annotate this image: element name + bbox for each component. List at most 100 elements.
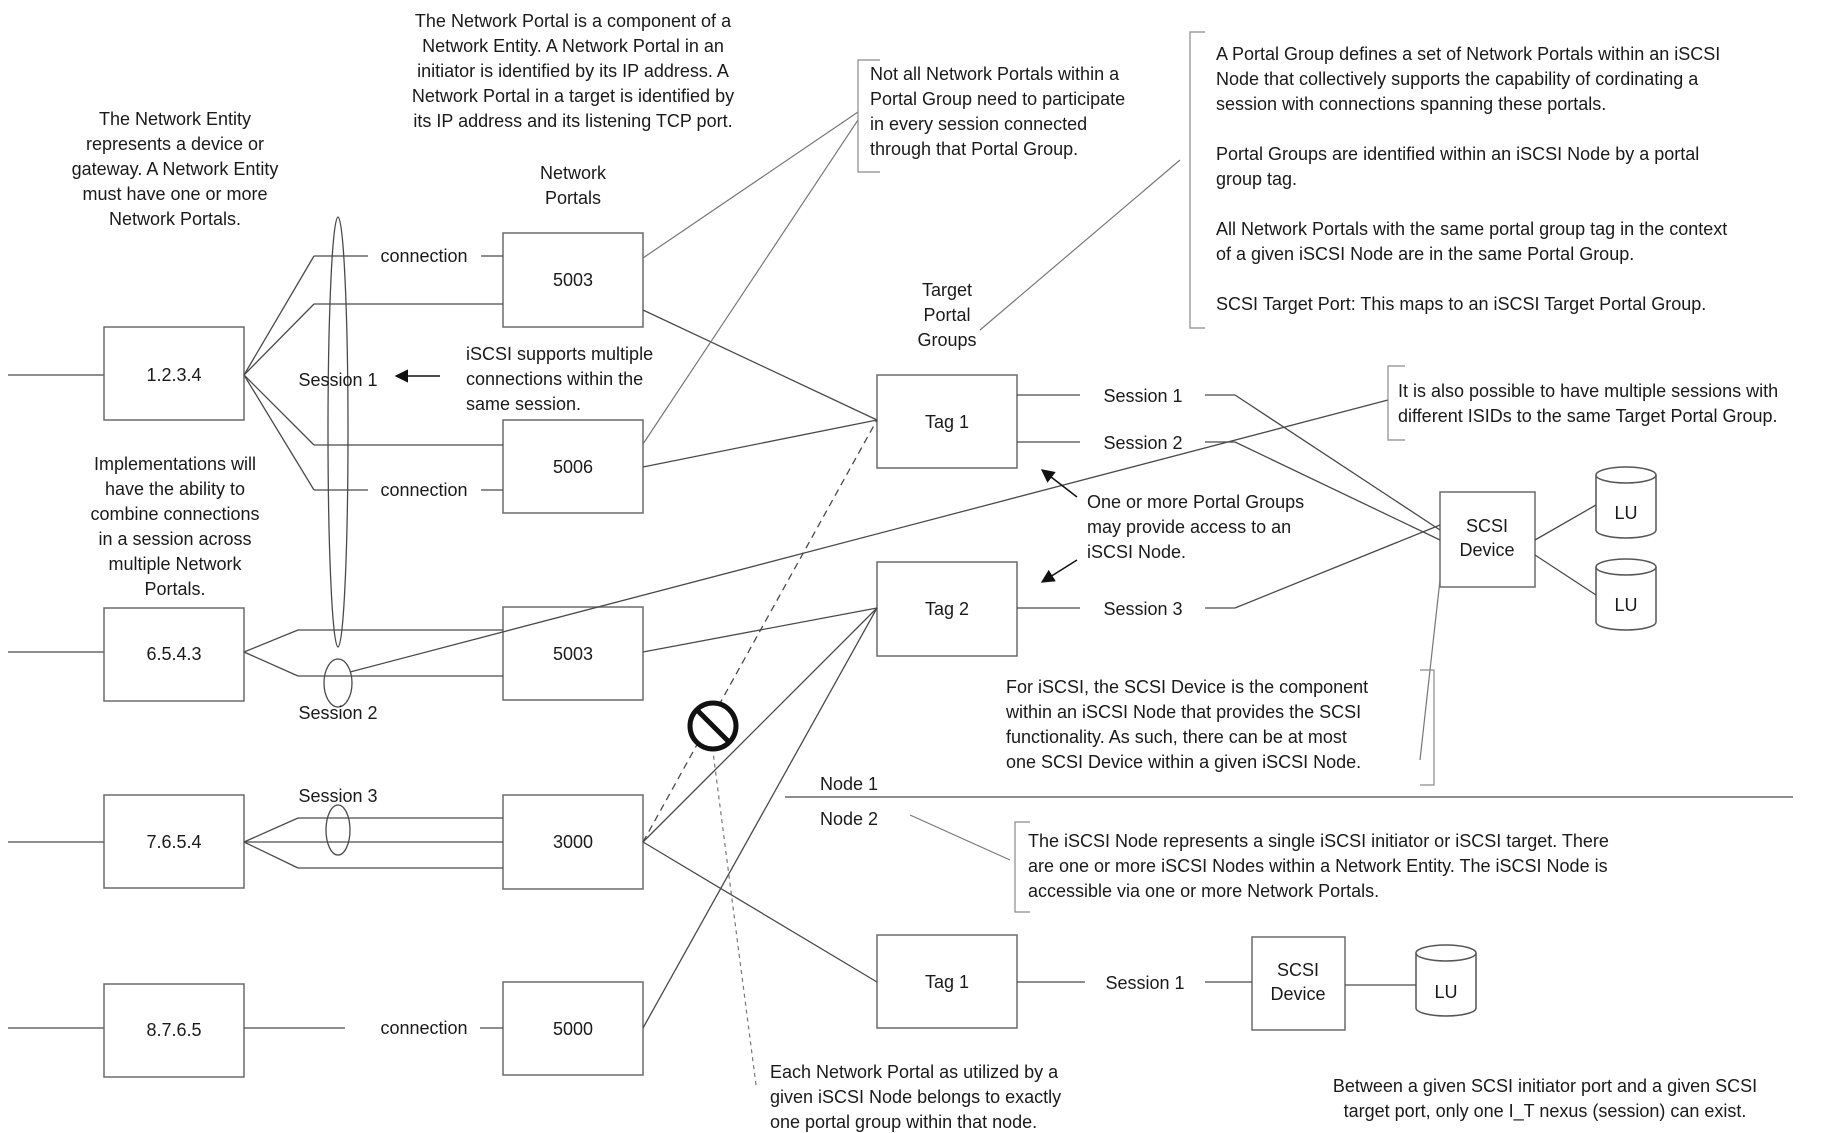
svg-text:given iSCSI Node belongs to ex: given iSCSI Node belongs to exactly <box>770 1087 1061 1107</box>
entity-label: 8.7.6.5 <box>146 1020 201 1040</box>
note-brackets <box>857 31 1435 913</box>
note-one-or-more-portal-groups: One or more Portal Groups may provide ac… <box>1087 492 1304 562</box>
network-portal-4: 3000 <box>502 794 644 890</box>
target-session-lines <box>1017 394 1597 986</box>
prohibited-icon <box>687 700 739 752</box>
portal-label: 5003 <box>553 270 593 290</box>
target-session-1-label: Session 1 <box>1103 386 1182 406</box>
lu-label: LU <box>1614 595 1637 615</box>
svg-text:The iSCSI Node represents a si: The iSCSI Node represents a single iSCSI… <box>1028 831 1609 851</box>
target-session-2-label: Session 2 <box>1103 433 1182 453</box>
network-portal-2: 5006 <box>502 419 644 514</box>
svg-text:For iSCSI, the SCSI Device is: For iSCSI, the SCSI Device is the compon… <box>1006 677 1368 697</box>
svg-text:target port, only one I_T nexu: target port, only one I_T nexus (session… <box>1344 1101 1747 1122</box>
note-i-t-nexus: Between a given SCSI initiator port and … <box>1333 1076 1757 1122</box>
svg-text:through that Portal Group.: through that Portal Group. <box>870 139 1078 159</box>
network-portals-heading-line2: Portals <box>545 188 601 208</box>
portal-group-tag-node2: Tag 1 <box>876 934 1018 1029</box>
connection-label: connection <box>380 246 467 266</box>
svg-text:group tag.: group tag. <box>1216 169 1297 189</box>
connection-label: connection <box>380 1018 467 1038</box>
portal-label: 3000 <box>553 832 593 852</box>
network-portal-1: 5003 <box>502 232 644 328</box>
portal-label: 5000 <box>553 1019 593 1039</box>
scsi-device-node1: SCSI Device <box>1439 491 1536 588</box>
logical-unit-1: LU <box>1595 466 1657 539</box>
svg-text:Network Entity. A Network Por: Network Entity. A Network Portal in an <box>422 36 724 56</box>
tag-label: Tag 2 <box>925 599 969 619</box>
target-portal-groups-heading-line1: Target <box>922 280 972 300</box>
note-scsi-device: For iSCSI, the SCSI Device is the compon… <box>1005 677 1368 772</box>
svg-text:It is also possible to have mu: It is also possible to have multiple ses… <box>1398 381 1778 401</box>
network-entity-2: 6.5.4.3 <box>8 607 245 702</box>
connection-lines <box>243 255 503 1029</box>
note-multiple-sessions: It is also possible to have multiple ses… <box>1398 381 1778 426</box>
svg-text:initiator is identified by its: initiator is identified by its IP addres… <box>417 61 729 81</box>
svg-text:represents a device or: represents a device or <box>86 134 264 154</box>
network-entity-1: 1.2.3.4 <box>8 326 245 421</box>
target-portal-groups-heading-line3: Groups <box>917 330 976 350</box>
device-label-line2: Device <box>1459 540 1514 560</box>
note-network-entity: The Network Entity represents a device o… <box>72 109 279 229</box>
node-1-label: Node 1 <box>820 774 878 794</box>
arrows <box>394 369 1078 583</box>
svg-text:Each Network Portal as utilize: Each Network Portal as utilized by a <box>770 1062 1059 1082</box>
device-label-line1: SCSI <box>1466 516 1508 536</box>
entity-label: 1.2.3.4 <box>146 365 201 385</box>
portal-label: 5006 <box>553 457 593 477</box>
lu-label: LU <box>1434 982 1457 1002</box>
network-portals-heading-line1: Network <box>540 163 607 183</box>
svg-text:Network Portal in a target is: Network Portal in a target is identified… <box>412 86 734 106</box>
svg-text:accessible via one or more Net: accessible via one or more Network Porta… <box>1028 881 1379 901</box>
device-label-line1: SCSI <box>1277 960 1319 980</box>
svg-text:its IP address and its listeni: its IP address and its listening TCP por… <box>413 111 732 131</box>
svg-text:same session.: same session. <box>466 394 581 414</box>
portal-group-tag-2: Tag 2 <box>876 561 1018 657</box>
svg-text:in a session across: in a session across <box>98 529 251 549</box>
svg-text:Portals.: Portals. <box>144 579 205 599</box>
note-network-portal: The Network Portal is a component of a N… <box>412 11 734 131</box>
svg-text:are one or more iSCSI Nodes wi: are one or more iSCSI Nodes within a Net… <box>1028 856 1608 876</box>
svg-text:The Network Entity: The Network Entity <box>99 109 251 129</box>
svg-text:Network Portals.: Network Portals. <box>109 209 241 229</box>
svg-text:must have one or more: must have one or more <box>82 184 267 204</box>
target-session-3-label: Session 3 <box>1103 599 1182 619</box>
svg-text:in every session connected: in every session connected <box>870 114 1087 134</box>
logical-unit-2: LU <box>1595 558 1657 631</box>
svg-text:have the ability to: have the ability to <box>105 479 245 499</box>
svg-text:A Portal Group defines a set o: A Portal Group defines a set of Network … <box>1216 44 1720 64</box>
note-iscsi-node: The iSCSI Node represents a single iSCSI… <box>1028 831 1609 901</box>
note-portal-group: A Portal Group defines a set of Network … <box>1216 44 1727 314</box>
svg-text:one portal group within that n: one portal group within that node. <box>770 1112 1037 1132</box>
note-implementations: Implementations will have the ability to… <box>90 454 259 599</box>
network-portal-5: 5000 <box>502 981 644 1076</box>
session-1-label: Session 1 <box>298 370 377 390</box>
svg-text:Not all Network Portals within: Not all Network Portals within a <box>870 64 1120 84</box>
target-portal-groups-heading-line2: Portal <box>923 305 970 325</box>
session-3-label: Session 3 <box>298 786 377 806</box>
diagram-labels: Network Portals Target Portal Groups con… <box>298 163 1184 1038</box>
svg-text:Portal Groups are identified w: Portal Groups are identified within an i… <box>1216 144 1699 164</box>
tag-label: Tag 1 <box>925 412 969 432</box>
svg-text:Implementations will: Implementations will <box>94 454 256 474</box>
portal-to-tag-lines <box>349 309 1389 1029</box>
lu-label: LU <box>1614 503 1637 523</box>
network-portal-3: 5003 <box>502 606 644 701</box>
svg-text:connections within the: connections within the <box>466 369 643 389</box>
portal-group-tag-1: Tag 1 <box>876 374 1018 469</box>
node-2-label: Node 2 <box>820 809 878 829</box>
connection-label: connection <box>380 480 467 500</box>
svg-text:functionality. As such, there: functionality. As such, there can be at … <box>1006 727 1347 747</box>
svg-text:may provide access to an: may provide access to an <box>1087 517 1291 537</box>
note-multiple-connections: iSCSI supports multiple connections with… <box>466 344 653 414</box>
portal-label: 5003 <box>553 644 593 664</box>
svg-text:session with connections spann: session with connections spanning these … <box>1216 94 1606 114</box>
note-each-network-portal: Each Network Portal as utilized by a giv… <box>770 1062 1061 1132</box>
entity-label: 7.6.5.4 <box>146 832 201 852</box>
svg-text:of a given iSCSI Node are in t: of a given iSCSI Node are in the same Po… <box>1216 244 1634 264</box>
device-label-line2: Device <box>1270 984 1325 1004</box>
svg-text:gateway. A Network Entity: gateway. A Network Entity <box>72 159 279 179</box>
tag-label: Tag 1 <box>925 972 969 992</box>
logical-unit-3: LU <box>1415 944 1477 1017</box>
